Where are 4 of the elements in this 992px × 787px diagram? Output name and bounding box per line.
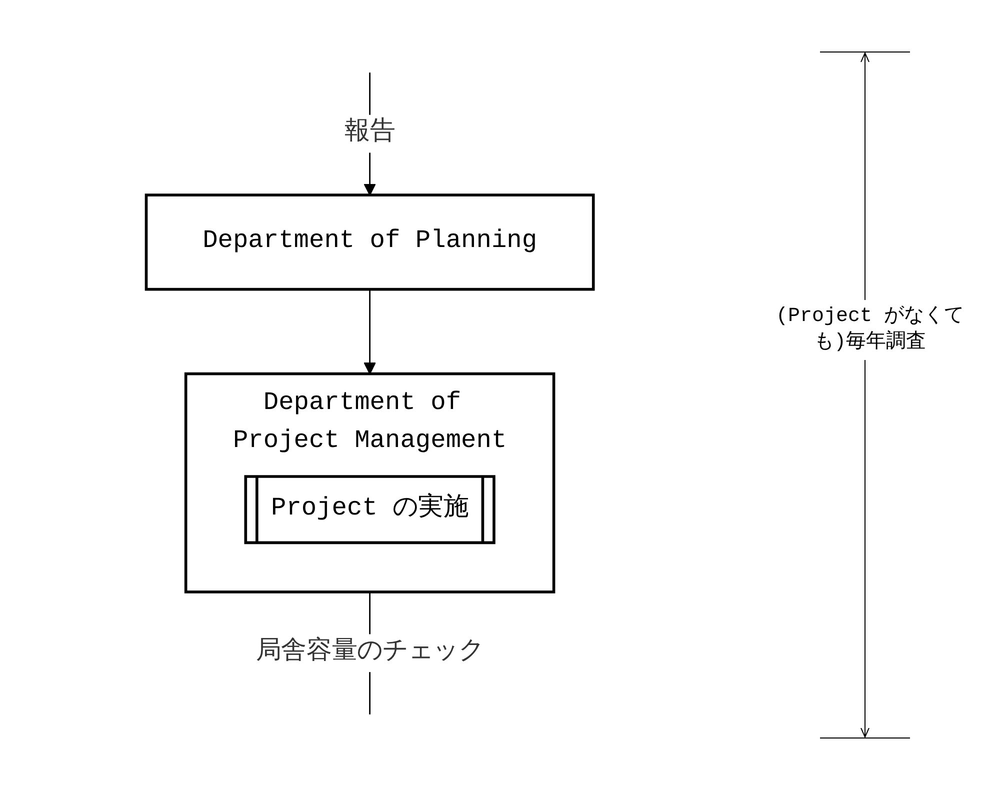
edge-label: 報告 [344, 119, 396, 148]
node-box: Department of Planning [145, 194, 595, 291]
edge-label: 局舎容量のチェック [256, 638, 484, 667]
arrow [364, 289, 376, 374]
